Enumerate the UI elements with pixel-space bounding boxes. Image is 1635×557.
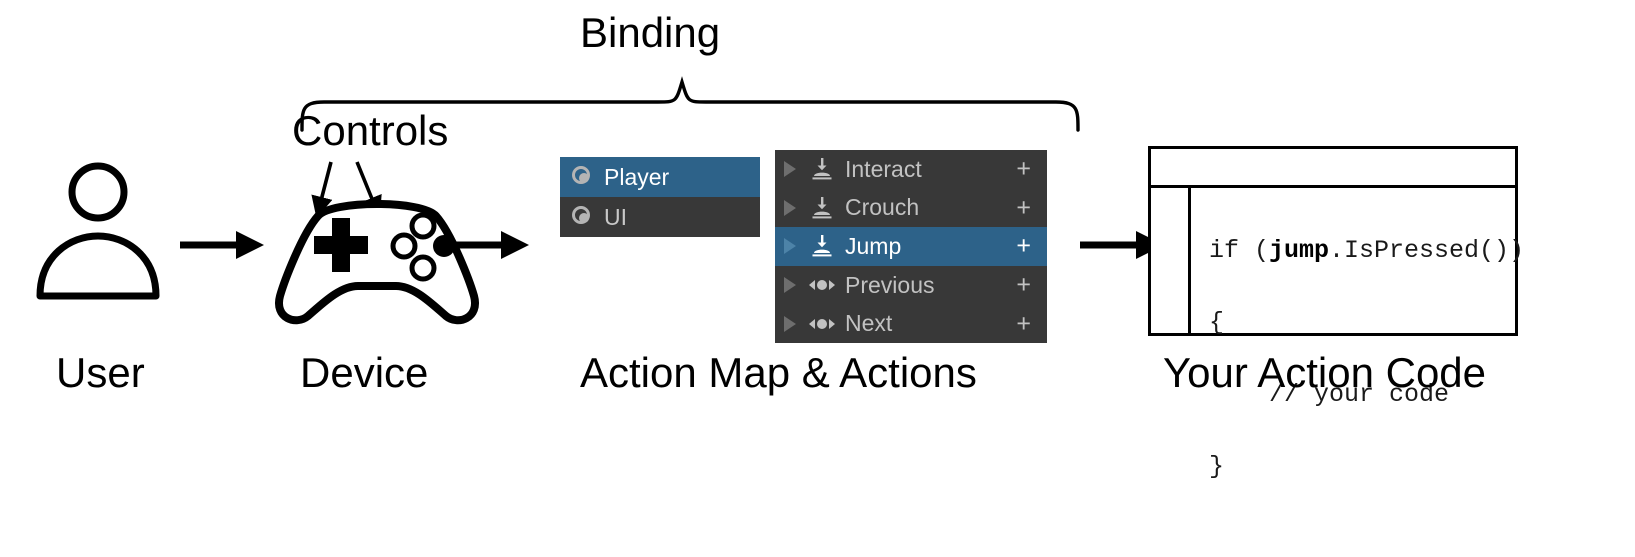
caption-action-map: Action Map & Actions xyxy=(580,349,977,396)
caption-code: Your Action Code xyxy=(1163,349,1487,396)
action-map-item-player[interactable]: Player xyxy=(560,157,760,197)
binding-brace-icon xyxy=(300,76,1080,132)
action-map-item-label: Player xyxy=(604,163,670,190)
add-binding-button[interactable]: + xyxy=(1016,193,1031,222)
actions-panel: Interact + Crouch + Jump + xyxy=(775,150,1047,343)
foldout-arrow-icon[interactable] xyxy=(775,161,805,178)
caption-user: User xyxy=(56,349,145,396)
controls-label: Controls xyxy=(292,107,449,154)
action-map-panel: Player UI xyxy=(560,157,760,237)
caption-device: Device xyxy=(300,349,429,396)
add-binding-button[interactable]: + xyxy=(1016,231,1031,260)
arrow-user-to-device-icon xyxy=(180,231,264,259)
button-action-icon xyxy=(805,157,839,181)
action-label: Previous xyxy=(845,271,935,298)
code-window: if (jump.IsPressed()) { // your code } xyxy=(1148,146,1524,481)
arrow-device-to-actionmap-icon xyxy=(445,231,529,259)
action-row-previous[interactable]: Previous + xyxy=(775,266,1047,305)
button-action-icon xyxy=(805,196,839,220)
action-row-crouch[interactable]: Crouch + xyxy=(775,189,1047,228)
action-label: Crouch xyxy=(845,194,920,221)
code-gutter xyxy=(1188,188,1191,333)
add-binding-button[interactable]: + xyxy=(1016,309,1031,338)
code-line: { xyxy=(1209,308,1225,337)
foldout-arrow-icon[interactable] xyxy=(775,315,805,332)
code-line: if (jump.IsPressed()) xyxy=(1209,236,1525,265)
foldout-arrow-icon[interactable] xyxy=(775,277,805,294)
code-line: } xyxy=(1209,452,1225,481)
axis-action-icon xyxy=(805,314,839,334)
add-binding-button[interactable]: + xyxy=(1016,154,1031,183)
code-window-titlebar xyxy=(1151,149,1515,188)
foldout-arrow-icon[interactable] xyxy=(775,238,805,255)
action-map-icon xyxy=(572,166,594,188)
binding-label: Binding xyxy=(580,9,721,56)
action-label: Interact xyxy=(845,155,922,182)
action-row-interact[interactable]: Interact + xyxy=(775,150,1047,189)
code-line: // your code xyxy=(1209,380,1450,409)
action-label: Next xyxy=(845,310,893,337)
foldout-arrow-icon[interactable] xyxy=(775,199,805,216)
user-icon xyxy=(36,162,160,300)
action-map-item-ui[interactable]: UI xyxy=(560,197,760,237)
action-label: Jump xyxy=(845,232,902,259)
axis-action-icon xyxy=(805,275,839,295)
gamepad-icon xyxy=(275,200,479,325)
button-action-icon xyxy=(805,234,839,258)
action-map-icon xyxy=(572,206,594,228)
add-binding-button[interactable]: + xyxy=(1016,270,1031,299)
action-map-item-label: UI xyxy=(604,203,627,230)
action-row-next[interactable]: Next + xyxy=(775,304,1047,343)
action-row-jump[interactable]: Jump + xyxy=(775,227,1047,266)
